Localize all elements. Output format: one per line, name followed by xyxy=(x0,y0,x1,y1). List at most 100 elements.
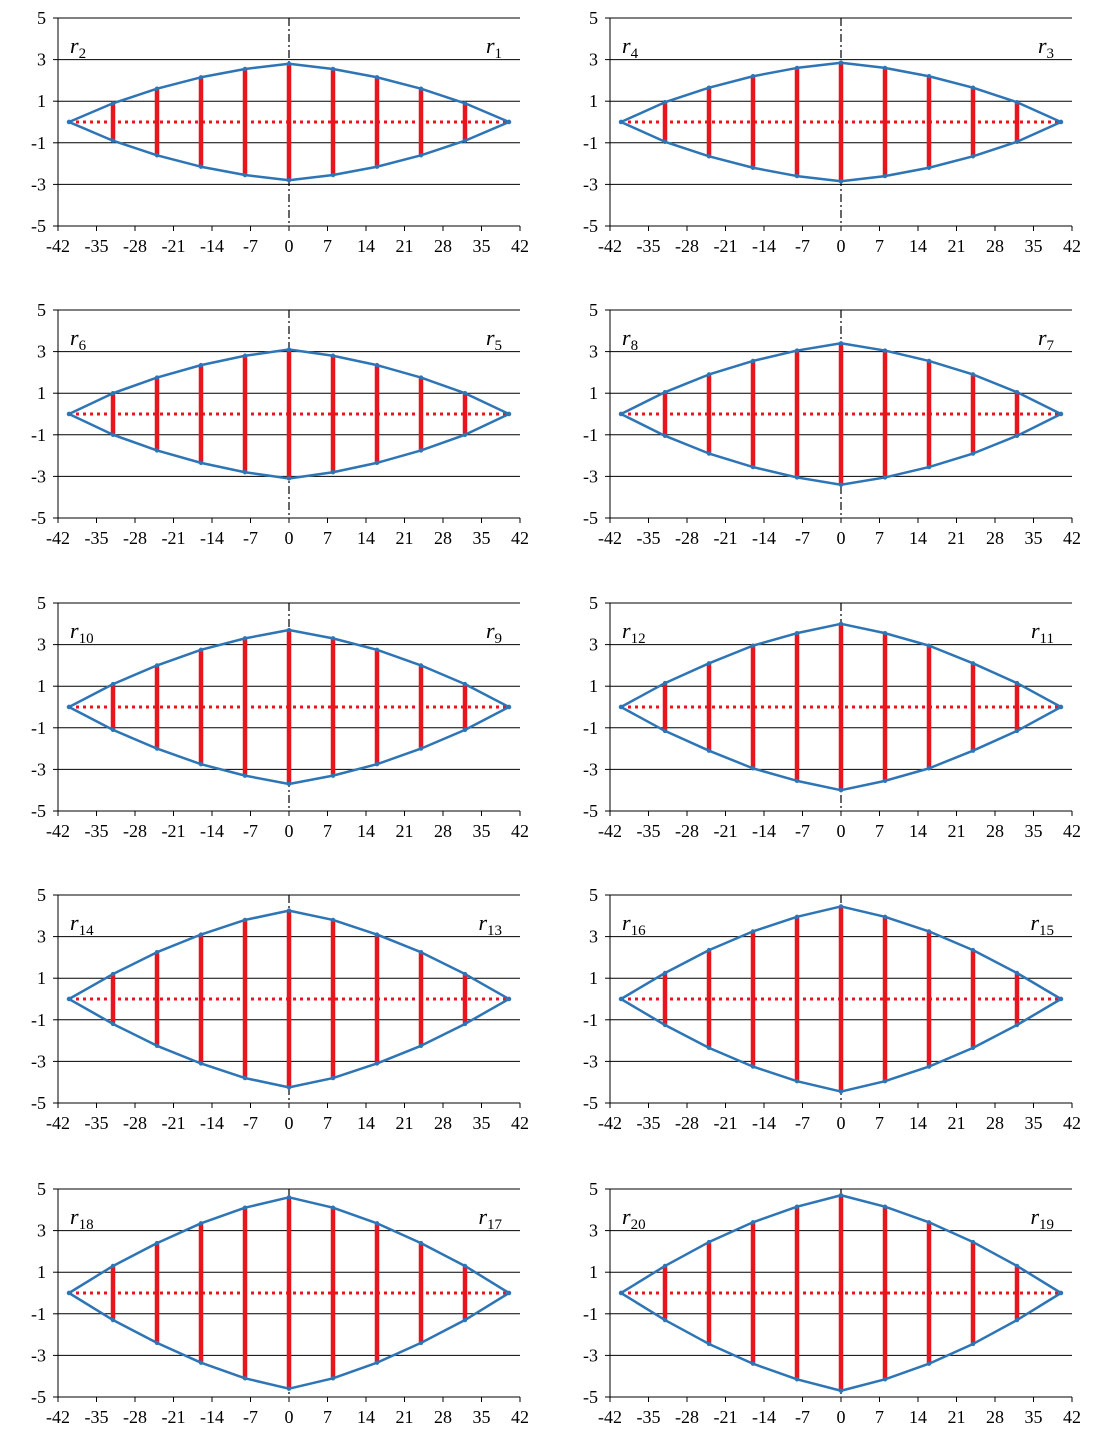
panel-label-left-base: r xyxy=(622,910,631,935)
x-tick-label: 35 xyxy=(473,236,491,256)
panel-label-left-base: r xyxy=(70,910,79,935)
data-point-lower xyxy=(330,1075,336,1081)
x-tick-label: -42 xyxy=(46,528,70,548)
x-tick-label: 0 xyxy=(285,1113,294,1133)
x-tick-label: -42 xyxy=(598,821,622,841)
y-tick-label: -3 xyxy=(583,759,598,779)
data-point-upper xyxy=(418,375,424,380)
data-point-upper xyxy=(838,60,844,65)
x-tick-label: -21 xyxy=(714,1113,738,1133)
data-point-upper xyxy=(462,971,468,977)
panel-label-right: r17 xyxy=(478,1204,502,1233)
x-tick-label: -14 xyxy=(200,236,224,256)
data-point-upper xyxy=(198,1221,204,1226)
x-tick-label: -42 xyxy=(46,1113,70,1133)
y-tick-label: 1 xyxy=(589,91,598,111)
data-point-lower xyxy=(662,433,668,439)
panel-label-left-base: r xyxy=(70,1204,79,1229)
panel-label-right: r13 xyxy=(478,910,502,939)
x-tick-label: 42 xyxy=(511,821,529,841)
data-point-lower xyxy=(882,173,888,179)
x-tick-label: 7 xyxy=(875,1407,884,1427)
data-point-lower xyxy=(506,704,512,710)
panel-label-right-subscript: 5 xyxy=(495,338,503,354)
y-tick-label: -3 xyxy=(31,174,46,194)
data-point-lower xyxy=(286,1386,292,1391)
data-point-upper xyxy=(838,904,844,909)
x-tick-label: -7 xyxy=(795,236,810,256)
x-tick-label: 21 xyxy=(948,528,966,548)
y-tick-label: 3 xyxy=(589,1221,598,1241)
data-point-lower xyxy=(506,996,512,1002)
data-point-lower xyxy=(926,165,932,170)
x-tick-label: 42 xyxy=(1063,1113,1081,1133)
data-point-upper xyxy=(794,914,800,920)
panel-label-right-base: r xyxy=(478,910,487,935)
data-point-lower xyxy=(330,470,336,475)
x-tick-label: 42 xyxy=(1063,1407,1081,1427)
x-tick-label: -14 xyxy=(752,1407,776,1427)
data-point-lower xyxy=(1014,433,1020,439)
y-tick-label: 1 xyxy=(37,968,46,988)
y-tick-label: -5 xyxy=(31,1387,46,1407)
y-tick-label: 3 xyxy=(37,635,46,655)
x-tick-label: -35 xyxy=(637,236,661,256)
y-tick-label: -1 xyxy=(583,718,598,738)
data-point-lower xyxy=(706,748,712,753)
data-point-upper xyxy=(662,1263,668,1269)
x-tick-label: -21 xyxy=(162,236,186,256)
x-tick-label: 7 xyxy=(875,821,884,841)
x-tick-label: -7 xyxy=(795,1113,810,1133)
data-point-upper xyxy=(1014,970,1020,976)
y-tick-label: -5 xyxy=(31,801,46,821)
y-tick-label: -3 xyxy=(31,1051,46,1071)
x-tick-label: 28 xyxy=(986,1113,1004,1133)
data-point-upper xyxy=(970,947,976,953)
data-point-upper xyxy=(882,65,888,71)
panel-label-right-subscript: 15 xyxy=(1039,923,1054,939)
data-point-lower xyxy=(110,727,116,733)
x-tick-label: 7 xyxy=(323,821,332,841)
data-point-lower xyxy=(330,1376,336,1381)
data-point-upper xyxy=(330,1205,336,1210)
x-tick-label: 42 xyxy=(511,1407,529,1427)
data-point-upper xyxy=(750,358,756,364)
data-point-lower xyxy=(750,464,756,470)
data-point-upper xyxy=(330,917,336,923)
data-point-upper xyxy=(374,647,380,652)
y-tick-label: 5 xyxy=(589,1179,598,1199)
data-point-lower xyxy=(794,1377,800,1382)
x-tick-label: -14 xyxy=(200,528,224,548)
panel-label-left-subscript: 6 xyxy=(79,338,87,354)
data-point-lower xyxy=(418,746,424,751)
y-tick-label: 3 xyxy=(589,927,598,947)
y-tick-label: 5 xyxy=(589,593,598,613)
data-point-lower xyxy=(242,470,248,475)
data-point-upper xyxy=(374,1221,380,1226)
x-tick-label: 28 xyxy=(434,1407,452,1427)
panel-label-left: r20 xyxy=(622,1204,646,1233)
data-point-upper xyxy=(1014,100,1020,105)
x-tick-label: -21 xyxy=(714,821,738,841)
data-point-lower xyxy=(750,1361,756,1366)
x-tick-label: 35 xyxy=(473,528,491,548)
panel-label-right-base: r xyxy=(1038,33,1047,58)
x-tick-label: -7 xyxy=(795,821,810,841)
x-tick-label: 42 xyxy=(511,1113,529,1133)
data-point-lower xyxy=(750,165,756,170)
data-point-lower xyxy=(66,119,72,125)
data-point-lower xyxy=(1014,728,1020,734)
x-tick-label: -35 xyxy=(85,528,109,548)
x-tick-label: 28 xyxy=(986,528,1004,548)
data-point-lower xyxy=(198,1061,204,1066)
x-tick-label: -21 xyxy=(714,236,738,256)
data-point-upper xyxy=(198,932,204,937)
x-tick-label: -42 xyxy=(598,236,622,256)
y-tick-label: 1 xyxy=(589,1262,598,1282)
data-point-lower xyxy=(242,773,248,778)
data-point-upper xyxy=(418,663,424,668)
data-point-lower xyxy=(794,173,800,179)
y-tick-label: 1 xyxy=(37,383,46,403)
x-tick-label: 35 xyxy=(1025,236,1043,256)
